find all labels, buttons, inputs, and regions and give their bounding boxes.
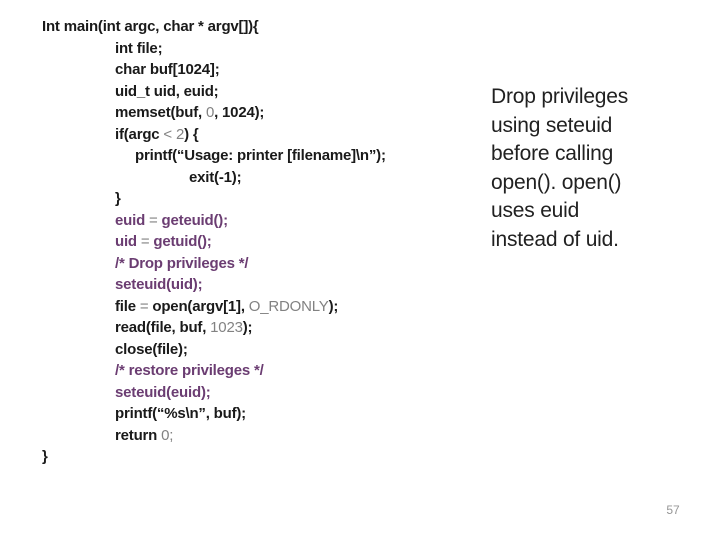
code-token: }: [115, 190, 121, 207]
code-line: if(argc < 2) {: [115, 124, 386, 146]
code-line: read(file, buf, 1023);: [115, 317, 386, 339]
code-token: 0;: [161, 426, 174, 444]
code-token: int file;: [115, 39, 163, 57]
annotation-line: using seteuid: [491, 113, 613, 137]
code-token: /* Drop privileges */: [115, 254, 249, 272]
code-line: seteuid(uid);: [115, 274, 386, 296]
annotation-line: Drop privileges: [491, 85, 629, 108]
code-line: exit(-1);: [189, 167, 386, 189]
code-line: /* Drop privileges */: [115, 253, 386, 275]
annotation-line: instead of uid.: [491, 227, 619, 251]
code-token: getuid();: [153, 233, 212, 250]
code-token: 0: [205, 104, 215, 121]
code-token: }: [42, 448, 48, 465]
code-token: ) {: [184, 125, 199, 143]
code-token: =: [139, 297, 153, 315]
code-line: }: [115, 188, 386, 210]
code-token: close(file);: [115, 340, 188, 358]
code-line: return 0;: [115, 425, 386, 447]
code-line: seteuid(euid);: [115, 382, 386, 404]
code-line: char buf[1024];: [115, 59, 386, 81]
code-block: Int main(int argc, char * argv[]){ int fi…: [42, 16, 386, 468]
annotation-line: open(). open(): [491, 170, 622, 194]
code-token: uid: [115, 233, 141, 250]
code-line: uid_t uid, euid;: [115, 81, 386, 103]
code-token: file: [115, 297, 140, 315]
code-token: return: [115, 426, 162, 444]
code-line: /* restore privileges */: [115, 360, 386, 382]
code-token: );: [328, 297, 339, 315]
code-token: );: [242, 319, 253, 336]
code-token: printf(“Usage: printer [filename]\n”);: [135, 147, 386, 164]
code-line: file = open(argv[1], O_RDONLY);: [115, 296, 386, 318]
page-number: 57: [666, 503, 680, 517]
code-line: memset(buf, 0, 1024);: [115, 102, 386, 124]
code-token: =: [149, 211, 162, 229]
code-token: , 1024);: [214, 104, 265, 121]
code-token: /* restore privileges */: [115, 362, 264, 379]
code-line: uid = getuid();: [115, 231, 386, 253]
code-token: if(argc: [115, 125, 164, 143]
code-token: memset(buf,: [115, 104, 206, 121]
code-token: seteuid(euid);: [115, 383, 211, 401]
code-line: euid = geteuid();: [115, 210, 386, 232]
code-token: O_RDONLY: [248, 297, 329, 315]
code-token: < 2: [163, 125, 185, 143]
code-line: }: [42, 446, 386, 468]
code-token: printf(“%s\n”, buf);: [115, 405, 246, 422]
code-token: exit(-1);: [189, 168, 242, 186]
code-token: 1023: [210, 319, 243, 336]
code-line: printf(“Usage: printer [filename]\n”);: [135, 145, 386, 167]
code-token: =: [140, 233, 154, 250]
code-line: int file;: [115, 38, 386, 60]
code-line: printf(“%s\n”, buf);: [115, 403, 386, 425]
code-token: open(argv[1],: [152, 297, 249, 315]
annotation-line: uses euid: [491, 199, 580, 223]
code-line: close(file);: [115, 339, 386, 361]
code-line: Int main(int argc, char * argv[]){: [42, 16, 386, 38]
annotation-line: before calling: [491, 142, 614, 166]
code-token: char buf[1024];: [115, 61, 220, 78]
code-token: geteuid();: [161, 211, 229, 229]
code-token: seteuid(uid);: [115, 276, 203, 293]
annotation-text: Drop privileges using seteuid before cal…: [491, 83, 701, 255]
code-token: euid: [115, 211, 150, 229]
code-token: read(file, buf,: [115, 319, 211, 336]
code-token: Int main(int argc, char * argv[]){: [42, 18, 259, 35]
code-token: uid_t uid, euid;: [115, 82, 219, 100]
